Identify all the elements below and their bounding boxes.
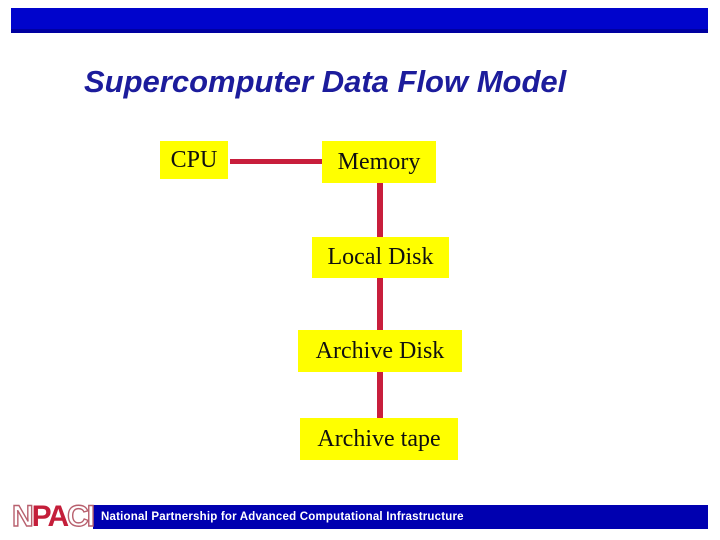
connector-memory-archive-tape [377, 162, 383, 420]
diagram-node-archive-disk: Archive Disk [298, 330, 462, 372]
npaci-logo-outline-right: CI [66, 500, 95, 533]
diagram-node-archive-tape: Archive tape [300, 418, 458, 460]
npaci-logo-outline-left: N [11, 500, 34, 533]
connector-cpu-memory [230, 159, 326, 164]
diagram-node-cpu: CPU [160, 141, 228, 179]
footer-text: National Partnership for Advanced Comput… [101, 511, 464, 523]
diagram-node-local-disk: Local Disk [312, 237, 449, 278]
diagram-node-memory: Memory [322, 141, 436, 183]
slide-title: Supercomputer Data Flow Model [84, 64, 567, 99]
top-accent-bar [11, 8, 708, 33]
footer-bar: National Partnership for Advanced Comput… [93, 505, 708, 529]
npaci-logo-solid-middle: PA [31, 500, 69, 533]
